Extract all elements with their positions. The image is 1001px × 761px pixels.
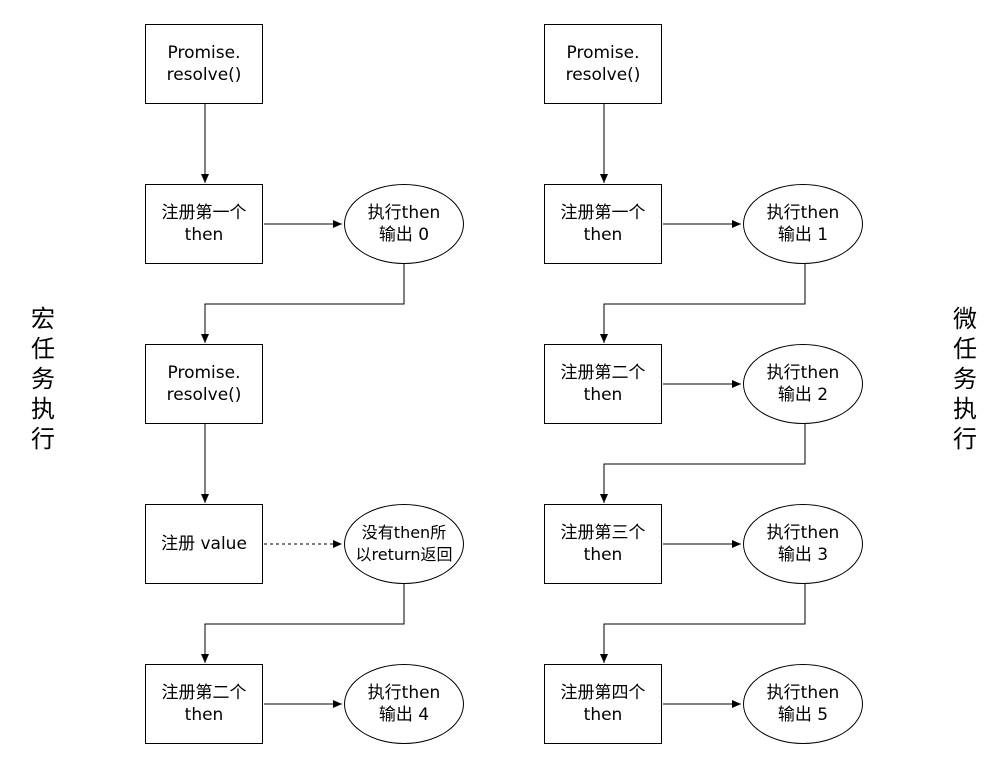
right-exec-then-5: 执行then 输出 5 — [743, 664, 863, 744]
left-no-then-return: 没有then所 以return返回 — [344, 504, 464, 584]
edge-r-exec2-to-reg3 — [600, 424, 806, 503]
edge-r-exec3-to-reg4 — [600, 584, 806, 663]
left-exec-then-0: 执行then 输出 0 — [344, 184, 464, 264]
left-promise-resolve-1: Promise. resolve() — [145, 24, 263, 104]
right-exec-then-3: 执行then 输出 3 — [743, 504, 863, 584]
left-register-value: 注册 value — [145, 504, 263, 584]
right-promise-resolve: Promise. resolve() — [544, 24, 662, 104]
right-exec-then-2: 执行then 输出 2 — [743, 344, 863, 424]
micro-task-label: 微任务执行 — [953, 305, 977, 453]
left-register-first-then: 注册第一个 then — [145, 184, 263, 264]
edge-l-nothen-to-reg2 — [201, 584, 405, 663]
right-exec-then-1: 执行then 输出 1 — [743, 184, 863, 264]
right-register-second-then: 注册第二个 then — [544, 344, 662, 424]
left-exec-then-4: 执行then 输出 4 — [344, 664, 464, 744]
macro-task-label: 宏任务执行 — [31, 305, 55, 453]
right-register-first-then: 注册第一个 then — [544, 184, 662, 264]
edge-l-exec1-to-promise2 — [201, 264, 405, 343]
right-register-fourth-then: 注册第四个 then — [544, 664, 662, 744]
edge-r-exec1-to-reg2 — [600, 264, 806, 343]
left-register-second-then: 注册第二个 then — [145, 664, 263, 744]
left-promise-resolve-2: Promise. resolve() — [145, 344, 263, 424]
right-register-third-then: 注册第三个 then — [544, 504, 662, 584]
